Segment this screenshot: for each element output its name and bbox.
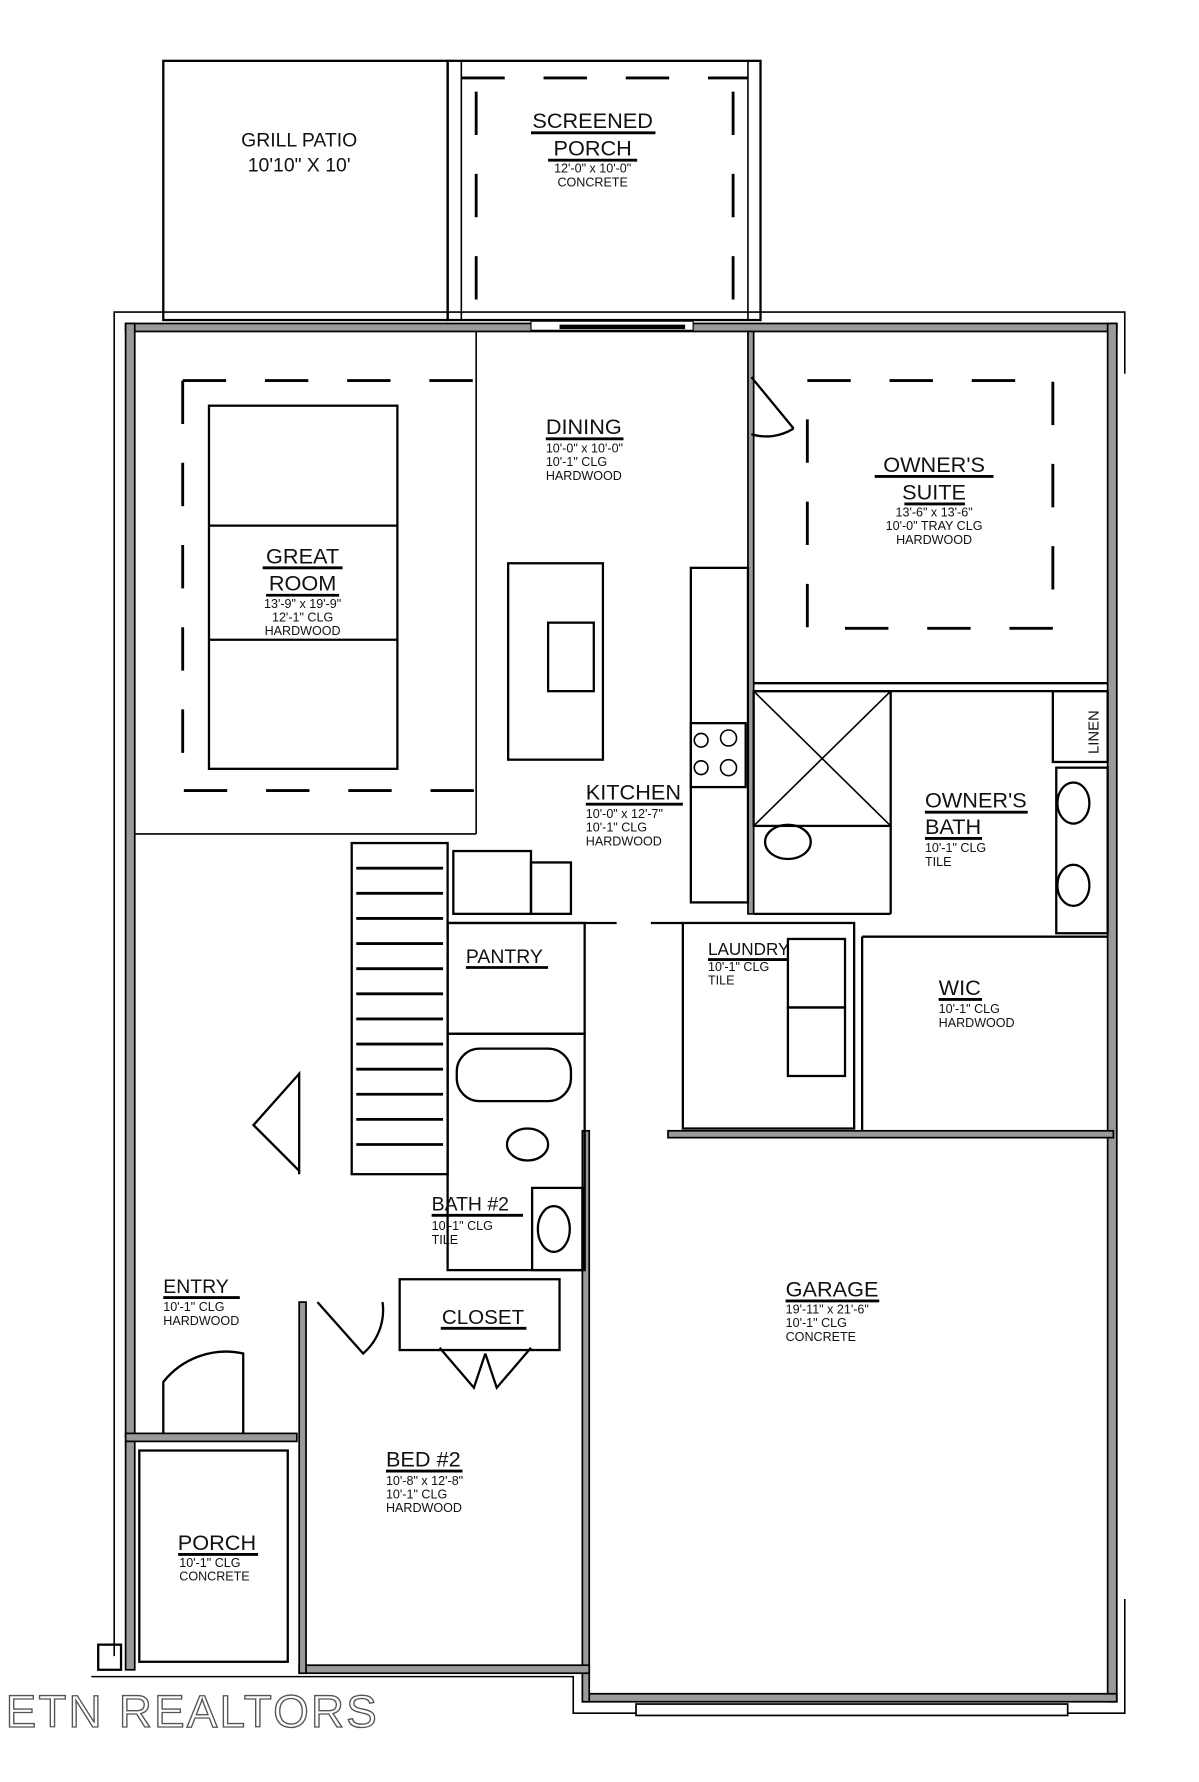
room-label-kitchen: KITCHEN 10'-0" x 12'-7" 10'-1" CLG HARDW… — [586, 780, 683, 848]
interior-walls — [134, 330, 1115, 1434]
room-floor: HARDWOOD — [386, 1501, 462, 1515]
room-name: ROOM — [269, 571, 336, 596]
room-floor: CONCRETE — [786, 1330, 856, 1344]
room-size: 10'10" X 10' — [248, 155, 351, 177]
room-label-owners-suite: OWNER'S SUITE 13'-6" x 13'-6" 10'-0" TRA… — [874, 452, 994, 547]
room-ceiling: 10'-1" CLG — [786, 1316, 847, 1330]
room-name: SUITE — [902, 479, 966, 504]
room-floor: HARDWOOD — [163, 1314, 239, 1328]
room-name: CLOSET — [442, 1306, 525, 1329]
room-ceiling: 10'-1" CLG — [925, 841, 986, 855]
room-label-laundry: LAUNDRY 10'-1" CLG TILE — [708, 940, 790, 988]
room-floor: HARDWOOD — [546, 469, 622, 483]
room-name: BATH — [925, 814, 981, 839]
exterior-walls — [91, 311, 1126, 1717]
room-size: 19'-11" x 21'-6" — [786, 1303, 869, 1317]
room-name: PORCH — [553, 136, 631, 161]
watermark-logo: ETN REALTORS — [6, 1686, 379, 1737]
ceiling-outlines — [181, 379, 1055, 792]
room-label-bath2: BATH #2 10'-1" CLG TILE — [431, 1194, 523, 1247]
room-floor: CONCRETE — [557, 175, 627, 189]
room-label-linen: LINEN — [1087, 710, 1103, 754]
room-ceiling: 10'-1" CLG — [939, 1002, 1000, 1016]
screened-porch — [446, 59, 762, 322]
room-name: SCREENED — [532, 108, 653, 133]
room-label-owners-bath: OWNER'S BATH 10'-1" CLG TILE — [924, 788, 1028, 869]
room-label-grill-patio: GRILL PATIO 10'10" X 10' — [241, 129, 357, 176]
room-name: BATH #2 — [432, 1194, 509, 1216]
room-name: OWNER'S — [883, 452, 985, 477]
room-ceiling: 10'-1" CLG — [546, 455, 607, 469]
grill-patio — [162, 59, 449, 322]
room-name: DINING — [546, 414, 622, 439]
room-name: ENTRY — [163, 1276, 228, 1298]
room-ceiling: 10'-1" CLG — [386, 1487, 447, 1501]
room-floor: TILE — [432, 1233, 459, 1247]
room-floor: HARDWOOD — [896, 533, 972, 547]
room-floor: HARDWOOD — [265, 624, 341, 638]
room-name: GREAT — [266, 543, 339, 568]
room-ceiling: 12'-1" CLG — [272, 611, 333, 625]
room-size: 10'-0" x 10'-0" — [546, 442, 623, 456]
room-ceiling: 10'-1" CLG — [163, 1300, 224, 1314]
room-label-entry: ENTRY 10'-1" CLG HARDWOOD — [163, 1276, 240, 1328]
room-label-pantry: PANTRY — [465, 946, 549, 969]
room-size: 10'-0" x 12'-7" — [586, 807, 663, 821]
room-floor: TILE — [925, 855, 952, 869]
room-label-closet: CLOSET — [440, 1306, 527, 1330]
room-ceiling: 10'-1" CLG — [586, 821, 647, 835]
room-label-porch: PORCH 10'-1" CLG CONCRETE — [138, 1449, 289, 1663]
room-label-bed2: BED #2 10'-8" x 12'-8" 10'-1" CLG HARDWO… — [386, 1447, 463, 1516]
room-size: 13'-6" x 13'-6" — [895, 505, 972, 519]
room-name: GRILL PATIO — [241, 129, 357, 151]
room-name: LAUNDRY — [708, 940, 790, 959]
room-ceiling: 10'-0" TRAY CLG — [886, 519, 983, 533]
room-name: GARAGE — [786, 1276, 879, 1301]
room-name: OWNER'S — [925, 788, 1027, 813]
room-label-wic: WIC 10'-1" CLG HARDWOOD — [939, 975, 1015, 1030]
room-floor: CONCRETE — [179, 1570, 249, 1584]
room-floor: HARDWOOD — [586, 834, 662, 848]
room-name: BED #2 — [386, 1447, 461, 1472]
room-floor: HARDWOOD — [939, 1016, 1015, 1030]
room-floor: TILE — [708, 974, 735, 988]
room-name: PORCH — [178, 1530, 256, 1555]
room-label-great-room: GREAT ROOM 13'-9" x 19'-9" 12'-1" CLG HA… — [245, 537, 360, 638]
room-size: 12'-0" x 10'-0" — [554, 162, 631, 176]
room-ceiling: 10'-1" CLG — [432, 1219, 493, 1233]
room-name: WIC — [939, 975, 981, 1000]
room-ceiling: 10'-1" CLG — [708, 960, 769, 974]
room-name: PANTRY — [466, 946, 543, 968]
room-size: 13'-9" x 19'-9" — [264, 597, 341, 611]
room-size: 10'-8" x 12'-8" — [386, 1474, 463, 1488]
room-label-garage: GARAGE 19'-11" x 21'-6" 10'-1" CLG CONCR… — [785, 1276, 880, 1344]
room-label-screened-porch: SCREENED PORCH 12'-0" x 10'-0" CONCRETE — [530, 108, 656, 189]
room-name: KITCHEN — [586, 780, 681, 805]
room-label-dining: DINING 10'-0" x 10'-0" 10'-1" CLG HARDWO… — [545, 414, 624, 483]
room-ceiling: 10'-1" CLG — [179, 1556, 240, 1570]
